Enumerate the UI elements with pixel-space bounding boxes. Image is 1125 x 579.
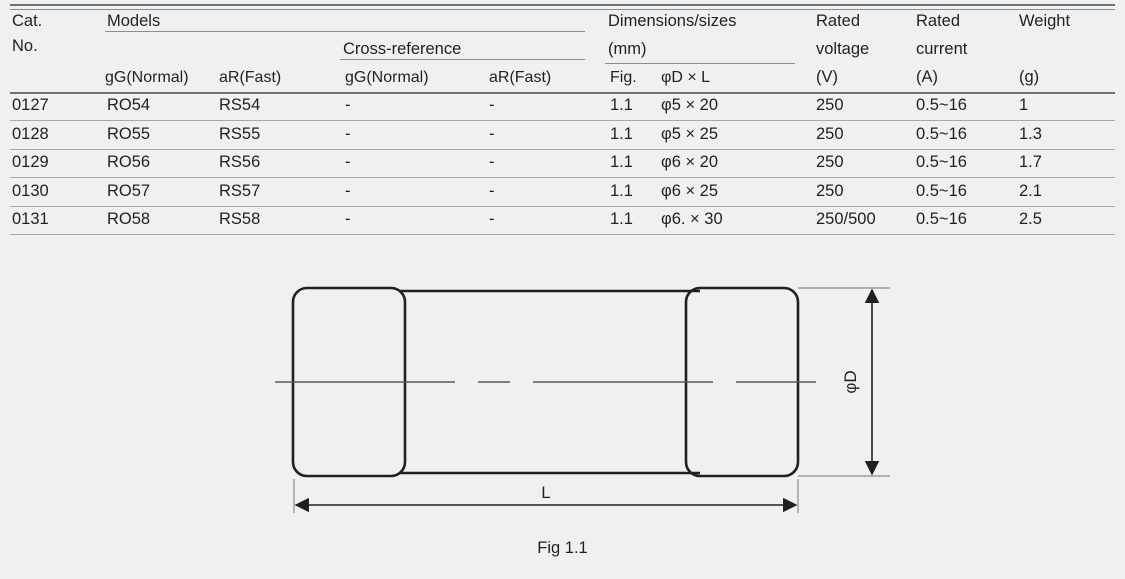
models-group-rule [105, 31, 585, 32]
cell-xref-ar: - [489, 96, 495, 114]
header-weight-line1: Weight [1019, 12, 1071, 30]
row-separator [10, 148, 1115, 150]
crossreference-group-rule [340, 59, 585, 60]
cell-current: 0.5~16 [916, 210, 967, 228]
cell-fig: 1.1 [610, 96, 633, 114]
cell-weight: 1 [1019, 96, 1029, 114]
cell-weight: 1.7 [1019, 153, 1042, 171]
cell-model-gg: RO54 [107, 96, 151, 114]
cell-voltage: 250 [816, 96, 844, 114]
fuse-body [400, 289, 700, 475]
header-rated-current-line1: Rated [916, 12, 961, 30]
cell-model-ar: RS54 [219, 96, 261, 114]
diameter-extension-lines [798, 287, 890, 477]
cell-model-gg: RO58 [107, 210, 151, 228]
cell-model-ar: RS57 [219, 181, 261, 200]
cell-xref-gg: - [345, 96, 351, 114]
cell-size: φ6 × 20 [661, 153, 719, 171]
cell-cat-no: 0130 [12, 181, 49, 200]
header-dimensions-group-line2: (mm) [608, 40, 647, 58]
header-models-group: Models [107, 12, 161, 30]
cell-current: 0.5~16 [916, 181, 967, 200]
header-rated-voltage-line2: voltage [816, 40, 870, 58]
cell-weight: 2.5 [1019, 210, 1042, 228]
cell-xref-ar: - [489, 153, 495, 171]
cell-voltage: 250/500 [816, 210, 876, 228]
header-cat-no-line2: No. [12, 37, 38, 55]
cell-model-gg: RO55 [107, 124, 151, 143]
row-separator [10, 177, 1115, 178]
subheader-crossref-ar: aR(Fast) [489, 69, 552, 86]
header-rated-current-line2: current [916, 40, 968, 58]
header-bottom-rule [10, 92, 1115, 94]
cell-voltage: 250 [816, 181, 844, 200]
cell-model-ar: RS58 [219, 210, 261, 228]
subheader-crossref-gg: gG(Normal) [345, 69, 429, 86]
dimensions-group-rule [605, 63, 795, 64]
cell-model-ar: RS56 [219, 153, 261, 171]
header-rated-voltage-unit: (V) [816, 68, 838, 86]
cell-cat-no: 0129 [12, 153, 49, 171]
cell-xref-gg: - [345, 153, 351, 171]
cell-fig: 1.1 [610, 124, 633, 143]
subheader-models-gg: gG(Normal) [105, 69, 189, 86]
header-cat-no-line1: Cat. [12, 12, 43, 30]
subheader-diameter-length: φD × L [661, 69, 711, 86]
length-dimension-label: L [541, 483, 550, 502]
cell-model-ar: RS55 [219, 124, 261, 143]
cell-xref-ar: - [489, 181, 495, 200]
cell-cat-no: 0127 [12, 96, 49, 114]
cell-model-gg: RO57 [107, 181, 151, 200]
cell-size: φ5 × 25 [661, 124, 719, 143]
row-separator [10, 205, 1115, 207]
cell-xref-ar: - [489, 124, 495, 143]
cell-weight: 1.3 [1019, 124, 1042, 143]
table-top-rule-outer [10, 4, 1115, 6]
row-separator [10, 234, 1115, 235]
fuse-drawing: φD L [275, 286, 890, 513]
subheader-models-ar: aR(Fast) [219, 69, 282, 86]
cell-cat-no: 0131 [12, 210, 49, 228]
cell-xref-gg: - [345, 124, 351, 143]
header-rated-voltage-line1: Rated [816, 12, 861, 30]
row-separator [10, 120, 1115, 121]
cell-cat-no: 0128 [12, 124, 49, 143]
diameter-dimension-label: φD [841, 370, 860, 393]
length-extension-lines [293, 479, 799, 513]
fuse-dimension-figure: φD L Fig 1.1 [0, 255, 1125, 579]
cell-size: φ5 × 20 [661, 96, 719, 114]
cell-voltage: 250 [816, 153, 844, 171]
header-crossreference-group: Cross-reference [343, 40, 462, 58]
cell-xref-ar: - [489, 210, 495, 228]
cell-current: 0.5~16 [916, 124, 967, 143]
cell-xref-gg: - [345, 210, 351, 228]
cell-current: 0.5~16 [916, 153, 967, 171]
cell-fig: 1.1 [610, 210, 633, 228]
cell-size: φ6. × 30 [661, 210, 723, 228]
header-rated-current-unit: (A) [916, 68, 938, 86]
cell-model-gg: RO56 [107, 153, 151, 171]
figure-caption: Fig 1.1 [537, 539, 588, 557]
subheader-fig: Fig. [610, 69, 637, 86]
cell-xref-gg: - [345, 181, 351, 200]
header-dimensions-group-line1: Dimensions/sizes [608, 12, 737, 30]
cell-fig: 1.1 [610, 181, 633, 200]
cell-fig: 1.1 [610, 153, 633, 171]
cell-current: 0.5~16 [916, 96, 967, 114]
cell-voltage: 250 [816, 124, 844, 143]
cell-size: φ6 × 25 [661, 181, 719, 200]
table-top-rule-inner [10, 9, 1115, 10]
header-weight-unit: (g) [1019, 68, 1040, 86]
cell-weight: 2.1 [1019, 181, 1042, 200]
